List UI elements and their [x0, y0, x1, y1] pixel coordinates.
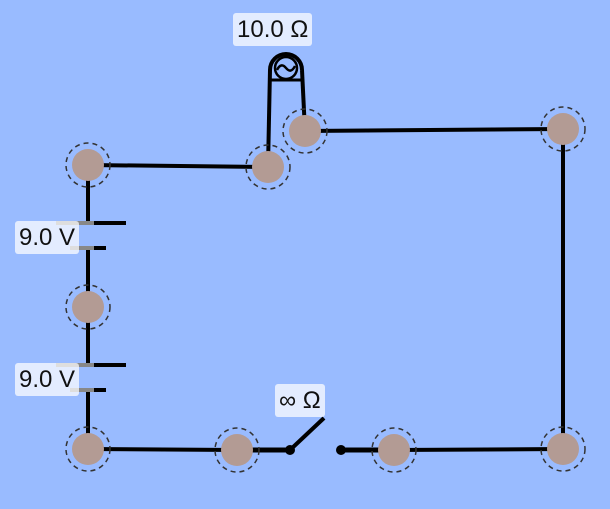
lightbulb-icon: [268, 52, 304, 71]
junction-right-top[interactable]: [540, 106, 586, 152]
junction-bottom-left[interactable]: [214, 427, 260, 473]
junction-top-middle[interactable]: [245, 144, 291, 190]
junction-bulb-right[interactable]: [282, 108, 328, 154]
junction-right-bottom[interactable]: [540, 426, 586, 472]
lightbulb[interactable]: [266, 52, 307, 168]
wire-bottom-left[interactable]: [86, 447, 239, 452]
switch[interactable]: [237, 416, 394, 455]
lightbulb-resistance-label: 10.0 Ω: [233, 13, 313, 46]
wire-top-left[interactable]: [86, 163, 270, 169]
junction-left-bottom[interactable]: [65, 426, 111, 472]
junctions: [65, 106, 586, 473]
switch-icon: [288, 416, 326, 452]
battery-bottom-voltage-label: 9.0 V: [15, 363, 80, 396]
battery-top-voltage-label: 9.0 V: [15, 221, 80, 254]
junction-bottom-right[interactable]: [371, 427, 417, 473]
wires: [86, 127, 565, 452]
wire-top-right[interactable]: [303, 127, 565, 133]
wire-bottom-right[interactable]: [392, 447, 565, 452]
switch-resistance-label: ∞ Ω: [275, 384, 325, 417]
junction-left-middle[interactable]: [65, 284, 111, 330]
junction-left-top[interactable]: [65, 142, 111, 188]
